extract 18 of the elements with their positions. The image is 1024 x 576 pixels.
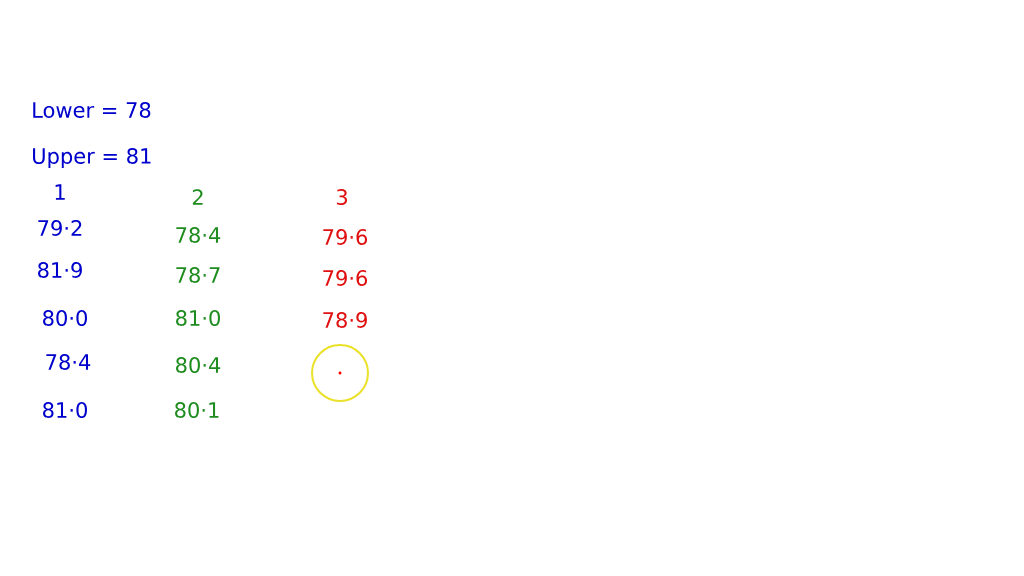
value-text: 78·7 xyxy=(176,267,220,283)
value-text: 79·2 xyxy=(38,220,82,236)
value-text: 79·6 xyxy=(323,229,368,245)
value-text: 78·9 xyxy=(323,312,367,328)
value-text: 78·4 xyxy=(176,227,221,243)
heading-text: Upper = 81 xyxy=(33,148,151,168)
value-text: 78·4 xyxy=(46,354,91,370)
column-number: 3 xyxy=(336,189,347,205)
value-text: 79·6 xyxy=(323,270,368,286)
heading-text: Lower = 78 xyxy=(33,102,151,118)
value-text: 81·9 xyxy=(38,262,82,278)
value-text: 81·0 xyxy=(176,310,220,326)
column-number: 2 xyxy=(192,189,203,205)
value-text: 81·0 xyxy=(43,402,87,418)
value-text: 80·1 xyxy=(175,402,219,418)
column-number: 1 xyxy=(55,184,65,200)
value-text: 80·0 xyxy=(43,310,87,326)
value-text: 80·4 xyxy=(176,357,221,373)
